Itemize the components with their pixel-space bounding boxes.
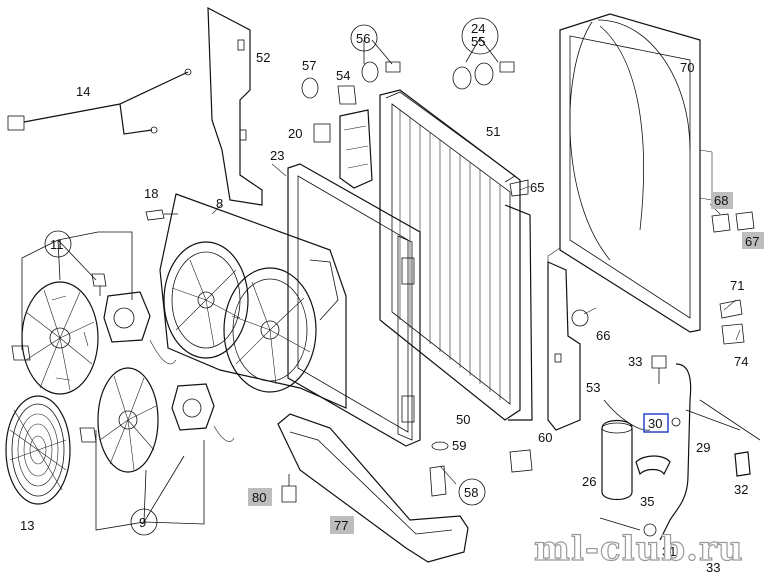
label-77[interactable]: 77 — [334, 518, 348, 533]
highlight-77 — [330, 516, 354, 534]
label-58[interactable]: 58 — [464, 485, 478, 500]
leader-lines — [21, 37, 499, 531]
label-54[interactable]: 54 — [336, 68, 350, 83]
label-68[interactable]: 68 — [714, 193, 728, 208]
label-20[interactable]: 20 — [288, 126, 302, 141]
label-31[interactable]: 31 — [662, 544, 676, 559]
callout-circle-9 — [130, 508, 158, 536]
label-33-top[interactable]: 33 — [628, 354, 642, 369]
label-74[interactable]: 74 — [734, 354, 748, 369]
label-53[interactable]: 53 — [586, 380, 600, 395]
label-14[interactable]: 14 — [76, 84, 90, 99]
label-35[interactable]: 35 — [640, 494, 654, 509]
fan-assembly-9 — [97, 367, 235, 473]
ac-line-29 — [599, 363, 761, 541]
label-52[interactable]: 52 — [256, 50, 270, 65]
fan-assembly-11 — [21, 281, 177, 395]
label-57[interactable]: 57 — [302, 58, 316, 73]
watermark: ml-club.ru — [534, 529, 744, 569]
label-30[interactable]: 30 — [648, 416, 662, 431]
bracket-53 — [547, 261, 581, 431]
label-51[interactable]: 51 — [486, 124, 500, 139]
label-18[interactable]: 18 — [144, 186, 158, 201]
selected-30 — [643, 413, 669, 433]
highlight-68 — [711, 192, 733, 209]
radiator-51 — [379, 89, 533, 421]
label-32[interactable]: 32 — [734, 482, 748, 497]
label-70[interactable]: 70 — [680, 60, 694, 75]
bracket-52 — [207, 6, 263, 206]
callout-circle-58 — [458, 478, 486, 506]
label-26[interactable]: 26 — [582, 474, 596, 489]
air-guide-duct — [339, 109, 373, 189]
fan-guard-13 — [5, 395, 71, 505]
hardware-bolts — [11, 61, 755, 503]
label-8[interactable]: 8 — [216, 196, 223, 211]
label-67[interactable]: 67 — [745, 234, 759, 249]
label-80[interactable]: 80 — [252, 490, 266, 505]
wire-harness-14 — [7, 68, 192, 135]
fan-housing-8 — [159, 193, 347, 409]
label-33-bottom[interactable]: 33 — [706, 560, 720, 575]
callout-circle-24-55 — [461, 17, 499, 55]
fan-shroud-70 — [547, 13, 713, 333]
callout-circle-56 — [350, 24, 378, 52]
label-24[interactable]: 24 — [471, 21, 485, 36]
label-60[interactable]: 60 — [538, 430, 552, 445]
label-11[interactable]: 11 — [50, 237, 64, 252]
label-55[interactable]: 55 — [471, 34, 485, 49]
label-59[interactable]: 59 — [452, 438, 466, 453]
right-leaders — [211, 163, 741, 485]
label-9[interactable]: 9 — [139, 515, 146, 530]
label-66[interactable]: 66 — [596, 328, 610, 343]
label-50[interactable]: 50 — [456, 412, 470, 427]
label-13[interactable]: 13 — [20, 518, 34, 533]
label-65[interactable]: 65 — [530, 180, 544, 195]
label-56[interactable]: 56 — [356, 31, 370, 46]
label-71[interactable]: 71 — [730, 278, 744, 293]
callout-circle-11 — [44, 230, 72, 258]
highlight-80 — [248, 488, 272, 506]
label-23[interactable]: 23 — [270, 148, 284, 163]
highlight-67 — [742, 232, 764, 249]
label-29[interactable]: 29 — [696, 440, 710, 455]
lower-cover-77 — [277, 413, 469, 563]
receiver-drier-26 — [601, 419, 671, 501]
